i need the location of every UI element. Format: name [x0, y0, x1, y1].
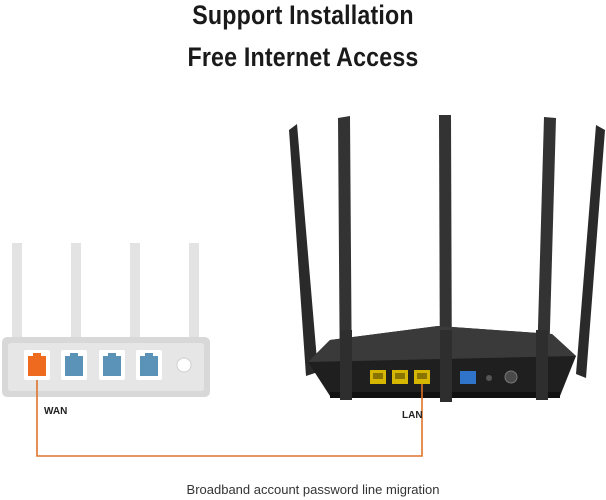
old-router-lan-port-3: [136, 350, 162, 380]
headline-line-1: Support Installation: [192, 0, 414, 30]
new-router: [289, 115, 605, 402]
new-router-antenna-1: [289, 124, 318, 376]
old-router-antenna-2: [71, 243, 81, 343]
old-router-lan-port-2: [99, 350, 125, 380]
old-router-antenna-3: [130, 243, 140, 343]
new-router-wan-port: [460, 371, 476, 384]
lan-label: LAN: [402, 410, 423, 421]
old-router-wan-port: [24, 350, 50, 380]
caption: Broadband account password line migratio…: [186, 482, 440, 497]
headline-line-2: Free Internet Access: [187, 42, 419, 72]
old-router-antenna-1: [12, 243, 22, 343]
new-router-antenna-2: [338, 116, 352, 398]
old-router-power-button: [176, 357, 192, 373]
old-router-antenna-4: [189, 243, 199, 343]
wan-label: WAN: [44, 406, 68, 417]
old-router-lan-port-1: [61, 350, 87, 380]
new-router-antenna-4: [536, 117, 556, 398]
new-router-antenna-5: [576, 125, 605, 378]
new-router-reset-hole: [486, 375, 492, 381]
old-router: [2, 243, 210, 397]
migration-line: [36, 380, 423, 457]
new-router-power-jack: [504, 370, 518, 384]
